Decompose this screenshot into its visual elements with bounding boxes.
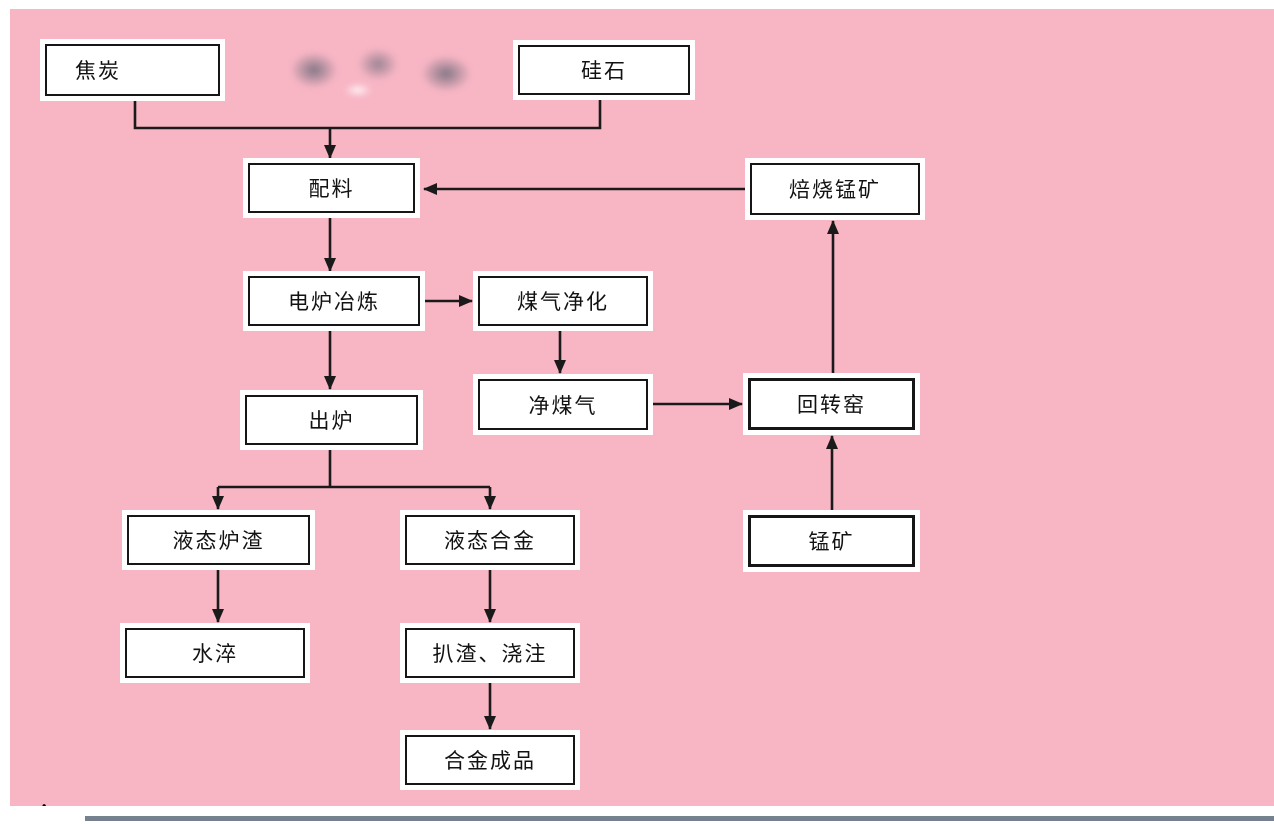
frame-top-strip [0, 0, 1274, 9]
node-roasted-manganese-ore: 焙烧锰矿 [750, 163, 920, 215]
frame-left-strip [0, 0, 10, 824]
node-finished-alloy: 合金成品 [405, 735, 575, 785]
stray-period-mark: . [40, 784, 49, 814]
bottom-gray-rule [85, 816, 1274, 821]
connector-tapping-split [218, 447, 490, 489]
node-gas-purification: 煤气净化 [478, 276, 648, 326]
node-tapping: 出炉 [245, 395, 418, 445]
frame-bottom-strip [0, 806, 1274, 824]
node-rotary-kiln: 回转窑 [748, 378, 915, 430]
node-liquid-slag: 液态炉渣 [127, 515, 310, 565]
node-water-quenching: 水淬 [125, 628, 305, 678]
watermark-smudge [278, 34, 478, 106]
node-batching: 配料 [248, 163, 415, 213]
node-electric-furnace-smelting: 电炉冶炼 [248, 276, 420, 326]
node-silica: 硅石 [518, 45, 690, 95]
node-slag-removal-casting: 扒渣、浇注 [405, 628, 575, 678]
node-clean-gas: 净煤气 [478, 379, 648, 430]
node-manganese-ore: 锰矿 [748, 515, 915, 567]
node-coke: 焦炭 [45, 44, 220, 96]
node-liquid-alloy: 液态合金 [405, 515, 575, 565]
